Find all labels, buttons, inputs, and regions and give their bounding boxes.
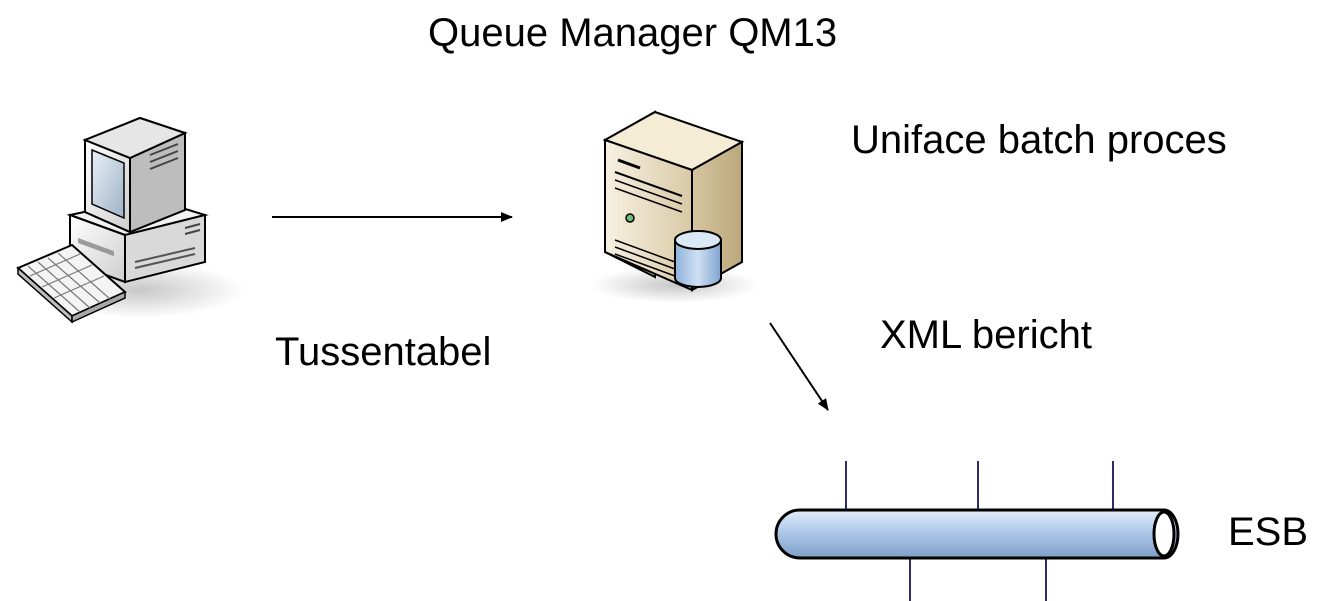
esb-label: ESB [1228,510,1309,554]
monitor [82,116,188,234]
database-icon [674,230,722,288]
xml-message-label: XML bericht [880,313,1092,357]
bus-pipe [774,508,1180,560]
arrow-to-esb [769,322,829,411]
service-bus-pipe-icon [774,461,1180,601]
desktop-computer-icon [16,116,245,324]
diagram-title: Queue Manager QM13 [428,11,838,55]
keyboard [16,243,127,324]
batch-process-label: Uniface batch proces [851,118,1227,162]
bus-pipe-end [1152,510,1176,558]
intermediate-table-label: Tussentabel [275,330,492,374]
server-with-database-icon [590,110,760,303]
